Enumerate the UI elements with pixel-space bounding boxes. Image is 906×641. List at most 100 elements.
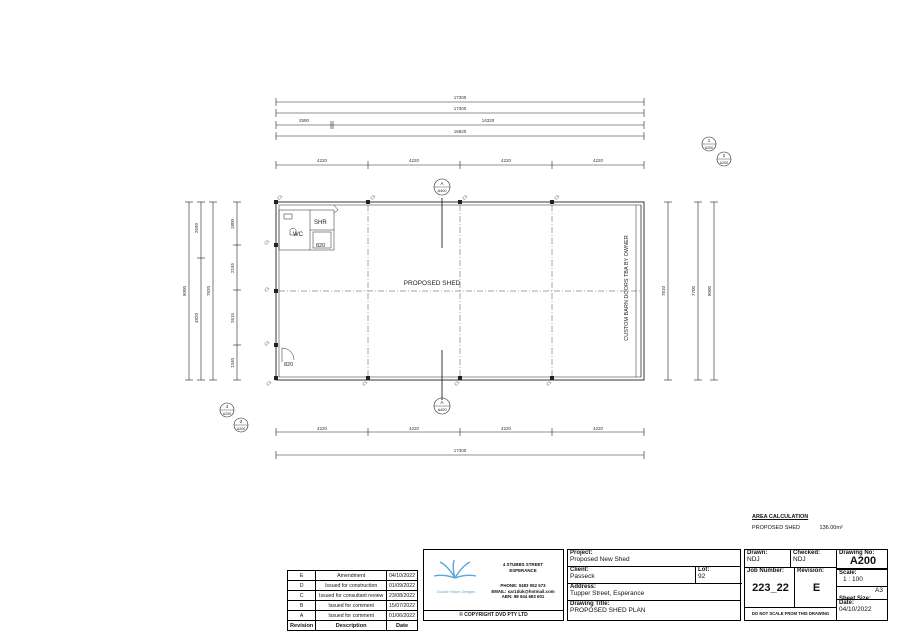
date-value: 04/10/2022 (839, 606, 872, 613)
job-value: 223_22 (752, 582, 789, 594)
shed-outline (275, 198, 645, 400)
sheet-size-cell: Sheet Size: A3 (836, 587, 888, 602)
dim-overall-bottom: 17300 (454, 448, 467, 453)
company-logo-text: Double Vision Designs (436, 590, 476, 594)
scale-label: Scale: (839, 570, 857, 576)
revision-label: Revision: (797, 568, 825, 574)
elevation-marker-2: 2 A200 (716, 151, 732, 167)
room-label-shr: SHR (314, 220, 327, 226)
company-address-2: ESPERANCE (509, 567, 537, 573)
elevation-sheet: A200 (705, 146, 713, 150)
col-label: C1 (553, 193, 561, 201)
elevation-number: 4 (226, 404, 229, 409)
elevation-sheet: A200 (223, 412, 231, 416)
col-label: C1 (263, 285, 271, 293)
dim-left-mid-b: 7820 (206, 285, 211, 296)
lot-value: 92 (698, 573, 706, 580)
right-dimensions: 7810 7700 8000 (661, 201, 718, 381)
client-label: Client: (570, 567, 589, 573)
dim-bay-bottom-1: 4220 (317, 426, 328, 431)
section-sheet: A400 (438, 408, 447, 412)
company-abn: ABN: 98 644 683 601 (501, 594, 545, 600)
col-label: C1 (461, 193, 469, 201)
col-label: C1 (276, 193, 284, 201)
dim-bay-1: 4220 (317, 158, 328, 163)
bottom-dimensions: 4220 4220 4220 4220 17300 (275, 426, 645, 459)
job-label: Job Number: (747, 568, 785, 574)
checked-value: NDJ (793, 556, 806, 563)
col-label: C1 (265, 379, 273, 387)
elevation-marker-3: 3 A200 (233, 417, 249, 433)
area-item: PROPOSED SHED (752, 525, 800, 531)
dim-bay-4: 4220 (593, 158, 604, 163)
company-logo-icon (433, 559, 477, 579)
dim-right-inner: 7810 (661, 285, 666, 296)
dim-bay-bottom-3: 4220 (501, 426, 512, 431)
elevation-number: 3 (240, 419, 243, 424)
main-space-label: PROPOSED SHED (404, 280, 461, 287)
company-address-1: 4 STUBBS STREET (502, 562, 544, 567)
company-phone: PHONE: 0483 052 573 (500, 583, 546, 589)
dim-left-seg-4: 1340 (230, 357, 235, 368)
revision-value: E (812, 582, 821, 594)
sheet-size-label: Sheet Size: (839, 596, 872, 602)
section-marker-bottom: A A400 (433, 397, 451, 415)
project-value: Proposed New Shed (570, 556, 630, 563)
date-label: Date: (839, 600, 855, 606)
section-letter: A (440, 400, 443, 405)
area-row: PROPOSED SHED 136.00m² (752, 525, 843, 531)
dim-right-seg: 14320 (482, 118, 495, 123)
company-email: EMAIL: sar1duk@hotmail.com (491, 588, 555, 594)
dim-right-mid: 7700 (691, 285, 696, 296)
drawing-number-cell: Drawing No: A200 (836, 549, 888, 569)
client-value: Passeck (570, 573, 595, 580)
drawing-number-label: Drawing No: (839, 550, 875, 556)
drawn-value: NDJ (747, 556, 760, 563)
address-row: Address: Tupper Street, Esperance (568, 584, 740, 601)
column-labels: C1 C1 C1 C1 C1 C1 C1 C1 C1 C1 C1 (263, 193, 561, 387)
scale-value: 1 : 100 (843, 576, 863, 583)
dim-inner-total: 16820 (454, 129, 467, 134)
revision-cell: Revision: E (795, 568, 837, 608)
dim-bay-bottom-4: 4220 (593, 426, 604, 431)
company-contact: 4 STUBBS STREET ESPERANCE PHONE: 0483 05… (484, 562, 562, 600)
lot-row: Lot: 92 (696, 567, 742, 584)
dim-left-seg-1: 1800 (230, 218, 235, 229)
dim-bay-3: 4220 (501, 158, 512, 163)
elevation-number: 1 (708, 138, 711, 143)
job-cell: Job Number: 223_22 (745, 568, 795, 608)
col-label: C1 (545, 379, 553, 387)
door-label-820-wc: 820 (316, 243, 325, 249)
date-cell: Date: 04/10/2022 (836, 600, 888, 621)
company-copyright: © COPYRIGHT DVD PTY LTD (424, 610, 563, 620)
col-label: C1 (263, 238, 271, 246)
checked-label: Checked: (793, 550, 821, 556)
dim-overall-top-1: 17300 (454, 95, 467, 100)
project-row: Project: Proposed New Shed (568, 550, 740, 567)
area-value: 136.00m² (819, 525, 843, 531)
top-dimensions: 17300 17300 2590 14320 16820 4220 4220 4… (275, 95, 645, 169)
dim-left-seg-2: 2155 (230, 262, 235, 273)
footer-note: DO NOT SCALE FROM THIS DRAWING (745, 608, 837, 620)
drawing-number-value: A200 (849, 555, 877, 567)
elevation-marker-1: 1 A200 (701, 136, 717, 152)
col-label: C1 (453, 379, 461, 387)
left-dimensions: 8000 2590 4820 7820 1800 2155 2615 1340 (182, 201, 241, 381)
project-block: Project: Proposed New Shed Client: Passe… (567, 549, 742, 621)
barn-door-note: CUSTOM BARN DOORS TBA BY OWNER (624, 235, 630, 340)
lot-label: Lot: (698, 567, 710, 573)
section-letter: A (440, 181, 443, 186)
dim-bay-2: 4220 (409, 158, 420, 163)
dim-bay-bottom-2: 4220 (409, 426, 420, 431)
elevation-marker-4: 4 A200 (219, 402, 235, 418)
section-marker-top: A A400 (433, 178, 451, 196)
room-label-wc: WC (293, 232, 304, 238)
company-block: Double Vision Designs 4 STUBBS STREET ES… (423, 549, 564, 621)
drawn-cell: Drawn: NDJ (745, 550, 791, 568)
client-row: Client: Passeck (568, 567, 696, 584)
